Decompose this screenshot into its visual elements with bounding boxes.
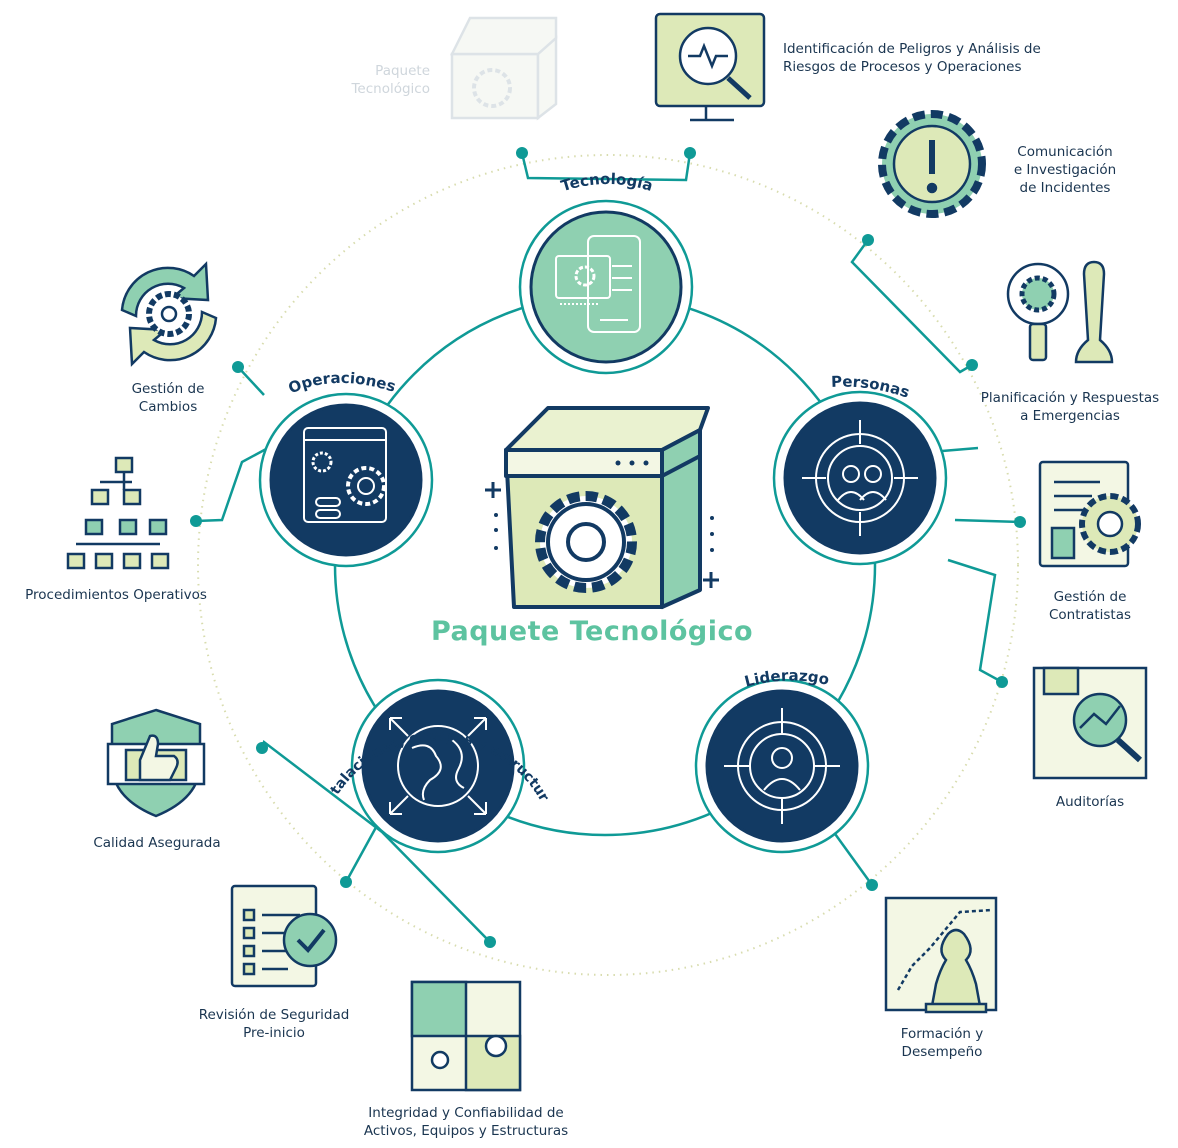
- quality-shield-icon: [106, 708, 206, 818]
- pillar-tecnologia-circle: [518, 199, 694, 375]
- label-procedimientos-operativos: Procedimientos Operativos: [25, 587, 207, 603]
- connector-contratistas: [954, 518, 1021, 524]
- connector-auditorias: [947, 558, 1003, 684]
- pillar-personas-circle: [772, 390, 948, 566]
- connector-operaciones-cambios: [237, 366, 265, 396]
- label-calidad-asegurada: Calidad Asegurada: [93, 835, 221, 851]
- pillar-operaciones-circle: [258, 392, 434, 568]
- risk-analysis-monitor-icon: [654, 12, 766, 122]
- faded-package-icon: [449, 16, 558, 121]
- pillar-label-instalaciones: Instalaciones, equipos y estructuras: [0, 0, 552, 804]
- outer-dotted-ring: [197, 154, 1019, 976]
- center-title: Paquete Tecnológico: [430, 616, 754, 647]
- connector-revision: [344, 819, 382, 883]
- central-package-icon: [485, 406, 719, 609]
- contractor-document-icon: [1038, 460, 1141, 568]
- pillar-liderazgo-circle: [694, 678, 870, 854]
- people-target-icon: [802, 420, 918, 536]
- connector-nodes: [190, 147, 1026, 948]
- label-identificacion-peligros: Identificación de Peligros y Análisis de…: [783, 41, 1041, 75]
- audit-magnifier-icon: [1032, 666, 1148, 780]
- connector-operaciones-procedimientos: [195, 446, 269, 523]
- chess-strategy-icon: [884, 896, 998, 1014]
- change-cycle-icon: [120, 261, 218, 367]
- pillar-label-tecnologia: Tecnología: [559, 170, 655, 195]
- operations-gears-icon: [303, 427, 387, 523]
- leader-target-icon: [724, 708, 840, 824]
- warning-gear-icon: [878, 110, 986, 218]
- connector-lines: [195, 152, 1021, 943]
- procedure-flowchart-icon: [66, 456, 170, 570]
- connector-comunicacion: [850, 239, 973, 374]
- puzzle-icon: [410, 980, 522, 1092]
- emergency-tools-icon: [1006, 260, 1114, 364]
- globe-arrows-icon: [389, 717, 487, 815]
- device-settings-icon: [555, 235, 641, 333]
- pillar-instalaciones-circle: [350, 678, 526, 854]
- checklist-icon: [230, 884, 338, 988]
- connector-tecnologia: [520, 152, 692, 182]
- label-auditorias: Auditorías: [1055, 794, 1125, 810]
